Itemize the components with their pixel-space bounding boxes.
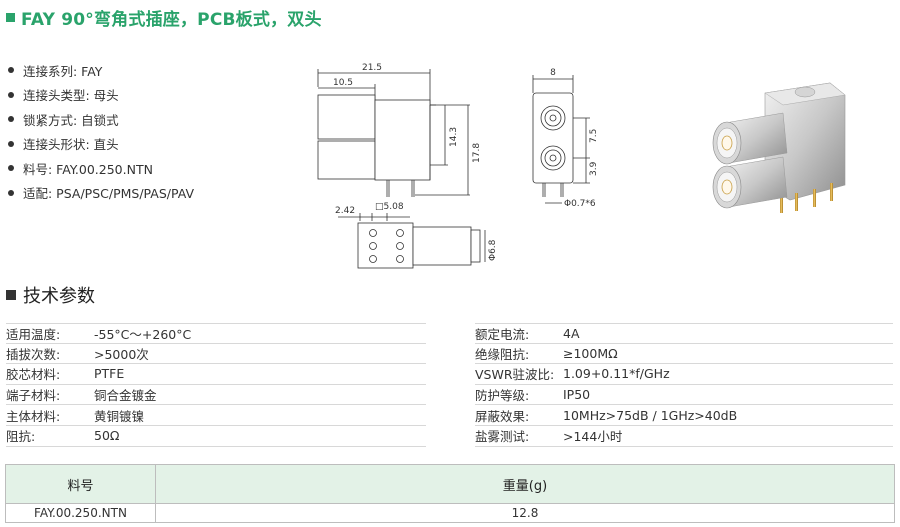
params-right-table: 额定电流:4A 绝缘阻抗:≥100MΩ VSWR驻波比:1.09+0.11*f/… bbox=[475, 323, 893, 447]
param-row: 盐雾测试:>144小时 bbox=[475, 426, 893, 447]
side-view-drawing bbox=[317, 69, 470, 197]
bullet-icon bbox=[8, 165, 14, 172]
bullet-icon bbox=[8, 189, 14, 196]
param-row: 阻抗:50Ω bbox=[6, 426, 426, 447]
spec-item: 适配: PSA/PSC/PMS/PAS/PAV bbox=[8, 181, 248, 206]
param-row: 屏蔽效果:10MHz>75dB / 1GHz>40dB bbox=[475, 405, 893, 426]
weight-table-header: 料号 重量(g) bbox=[6, 465, 894, 504]
bullet-icon bbox=[8, 67, 14, 74]
dim-side-total: 21.5 bbox=[362, 63, 382, 73]
spec-item: 连接系列: FAY bbox=[8, 58, 248, 83]
spec-item: 锁紧方式: 自锁式 bbox=[8, 107, 248, 132]
dim-bottom-a: 2.42 bbox=[335, 206, 355, 216]
dim-front-pitch: 7.5 bbox=[589, 129, 599, 143]
title-text: FAY 90°弯角式插座，PCB板式，双头 bbox=[21, 9, 322, 30]
dim-front-low: 3.9 bbox=[589, 161, 599, 176]
spec-list: 连接系列: FAY 连接头类型: 母头 锁紧方式: 自锁式 连接头形状: 直头 … bbox=[8, 58, 248, 205]
param-row: 适用温度:-55°C～+260°C bbox=[6, 323, 426, 344]
header-weight: 重量(g) bbox=[502, 478, 548, 494]
params-left-table: 适用温度:-55°C～+260°C 插拔次数:>5000次 胶芯材料:PTFE … bbox=[6, 323, 426, 447]
bottom-view-drawing bbox=[338, 213, 486, 269]
weight-table: 料号 重量(g) FAY.00.250.NTN 12.8 bbox=[5, 464, 895, 523]
header-part-number: 料号 bbox=[6, 465, 156, 503]
technical-drawings: 21.5 10.5 14.3 17.8 8 7.5 3.9 Φ0.7*6 bbox=[317, 63, 599, 269]
param-row: 防护等级:IP50 bbox=[475, 385, 893, 406]
param-row: 主体材料:黄铜镀镍 bbox=[6, 405, 426, 426]
page-title: FAY 90°弯角式插座，PCB板式，双头 bbox=[6, 5, 322, 30]
table-row: FAY.00.250.NTN 12.8 bbox=[6, 504, 894, 522]
dim-side-h1: 14.3 bbox=[449, 127, 459, 147]
product-photo bbox=[712, 82, 846, 213]
dim-side-h2: 17.8 bbox=[472, 143, 482, 163]
title-square-icon bbox=[6, 12, 15, 22]
cell-part-number: FAY.00.250.NTN bbox=[6, 504, 156, 522]
dim-side-part: 10.5 bbox=[333, 78, 353, 88]
section-title: 技术参数 bbox=[23, 286, 95, 307]
dim-bottom-d: Φ6.8 bbox=[488, 239, 498, 261]
param-row: 额定电流:4A bbox=[475, 323, 893, 344]
spec-item: 料号: FAY.00.250.NTN bbox=[8, 156, 248, 181]
section-square-icon bbox=[6, 290, 16, 300]
front-view-drawing bbox=[532, 75, 590, 204]
dim-front-w: 8 bbox=[550, 68, 556, 78]
param-row: 端子材料:铜合金镀金 bbox=[6, 385, 426, 406]
param-row: 绝缘阻抗:≥100MΩ bbox=[475, 344, 893, 365]
bullet-icon bbox=[8, 140, 14, 147]
param-row: VSWR驻波比:1.09+0.11*f/GHz bbox=[475, 364, 893, 385]
bullet-icon bbox=[8, 91, 14, 98]
param-row: 插拔次数:>5000次 bbox=[6, 344, 426, 365]
dim-front-pin: Φ0.7*6 bbox=[564, 199, 596, 209]
spec-item: 连接头形状: 直头 bbox=[8, 132, 248, 157]
param-row: 胶芯材料:PTFE bbox=[6, 364, 426, 385]
bullet-icon bbox=[8, 116, 14, 123]
spec-item: 连接头类型: 母头 bbox=[8, 83, 248, 108]
cell-weight: 12.8 bbox=[511, 506, 539, 520]
dim-bottom-b: □5.08 bbox=[375, 202, 404, 212]
section-heading: 技术参数 bbox=[6, 283, 95, 307]
